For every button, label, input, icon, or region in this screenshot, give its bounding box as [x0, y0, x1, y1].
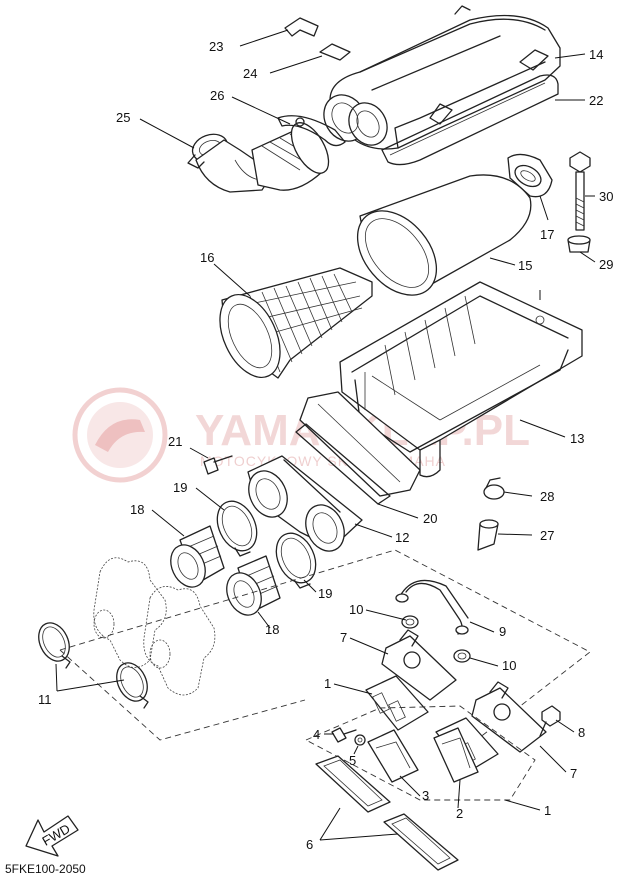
- callout-5: 5: [349, 753, 356, 768]
- callout-10-lower: 10: [502, 658, 516, 673]
- carburetor-ghost-outline: [93, 557, 216, 696]
- bolt-30: [569, 151, 591, 231]
- callout-23: 23: [209, 39, 223, 54]
- callout-27: 27: [540, 528, 554, 543]
- dashed-outline-left-return: [59, 649, 306, 741]
- callout-7-left: 7: [340, 630, 347, 645]
- callout-14: 14: [589, 47, 603, 62]
- washer-5: [354, 734, 366, 746]
- leader-lines: [55, 29, 596, 841]
- callout-9: 9: [499, 624, 506, 639]
- collar-29: [567, 235, 591, 253]
- carb-boot-lower: [226, 555, 281, 616]
- callout-20: 20: [423, 511, 437, 526]
- callout-24: 24: [243, 66, 257, 81]
- air-duct-cover: [323, 5, 561, 150]
- reed-valve-case-right: [471, 681, 547, 753]
- callout-17: 17: [540, 227, 554, 242]
- diagram-code: 5FKE100-2050: [5, 862, 86, 876]
- air-box: [339, 281, 583, 478]
- callout-29: 29: [599, 257, 613, 272]
- duct-seal: [381, 74, 559, 166]
- clip-23: [284, 17, 319, 37]
- callout-18-upper: 18: [130, 502, 144, 517]
- dashed-outline-main: [59, 549, 591, 746]
- sealing-gasket: [295, 423, 391, 505]
- hose-clip-lower: [453, 649, 471, 663]
- callout-18-lower: 18: [265, 622, 279, 637]
- callout-1-lower: 1: [544, 803, 551, 818]
- callout-7-right: 7: [570, 766, 577, 781]
- reed-stopper: [367, 729, 419, 783]
- breather-hose: [395, 579, 469, 635]
- reed-valve-case-left: [381, 629, 457, 701]
- watermark-logo-icon: [72, 387, 168, 483]
- callout-1-upper: 1: [324, 676, 331, 691]
- intake-boot: [251, 115, 346, 191]
- carb-clamp-right: [116, 662, 149, 709]
- gasket-lower-right: [383, 813, 459, 871]
- callout-3: 3: [422, 788, 429, 803]
- callout-26: 26: [210, 88, 224, 103]
- callout-30: 30: [599, 189, 613, 204]
- dashed-outline-reed-group: [304, 705, 536, 801]
- fwd-arrow-icon: [25, 815, 79, 857]
- clip-24: [319, 43, 351, 61]
- callout-8: 8: [578, 725, 585, 740]
- reed-valve-assembly-left: [365, 675, 429, 731]
- callout-15: 15: [518, 258, 532, 273]
- callout-19-lower: 19: [318, 586, 332, 601]
- drain-plug-27: [477, 519, 499, 551]
- callout-12: 12: [395, 530, 409, 545]
- intake-joint-plate: [299, 391, 421, 497]
- carb-joint-12: [247, 455, 363, 552]
- callout-25: 25: [116, 110, 130, 125]
- callout-10-upper: 10: [349, 602, 363, 617]
- bolt-8: [539, 705, 561, 737]
- callout-11: 11: [38, 692, 52, 707]
- hose-clip-upper: [401, 615, 419, 629]
- callout-2: 2: [456, 806, 463, 821]
- callout-6: 6: [306, 837, 313, 852]
- filter-cage: [219, 267, 373, 379]
- callout-21: 21: [168, 434, 182, 449]
- callout-4: 4: [313, 727, 320, 742]
- callout-19-upper: 19: [173, 480, 187, 495]
- carb-clamp-left: [38, 622, 71, 669]
- reed-petal: [433, 727, 479, 783]
- callout-28: 28: [540, 489, 554, 504]
- hose-clamp-upper: [216, 500, 258, 557]
- carb-boot-upper: [170, 525, 225, 588]
- filter-element: [356, 174, 532, 296]
- screw-4: [331, 727, 357, 743]
- gasket-lower-left: [315, 755, 391, 813]
- callout-13: 13: [570, 431, 584, 446]
- callout-16: 16: [200, 250, 214, 265]
- clamp-28: [483, 477, 505, 500]
- callout-labels: 23 24 14 22 26 25 30 17 29 16 15 13 21 1…: [38, 39, 613, 852]
- intake-elbow: [187, 133, 268, 193]
- screw-21: [203, 455, 233, 475]
- callout-22: 22: [589, 93, 603, 108]
